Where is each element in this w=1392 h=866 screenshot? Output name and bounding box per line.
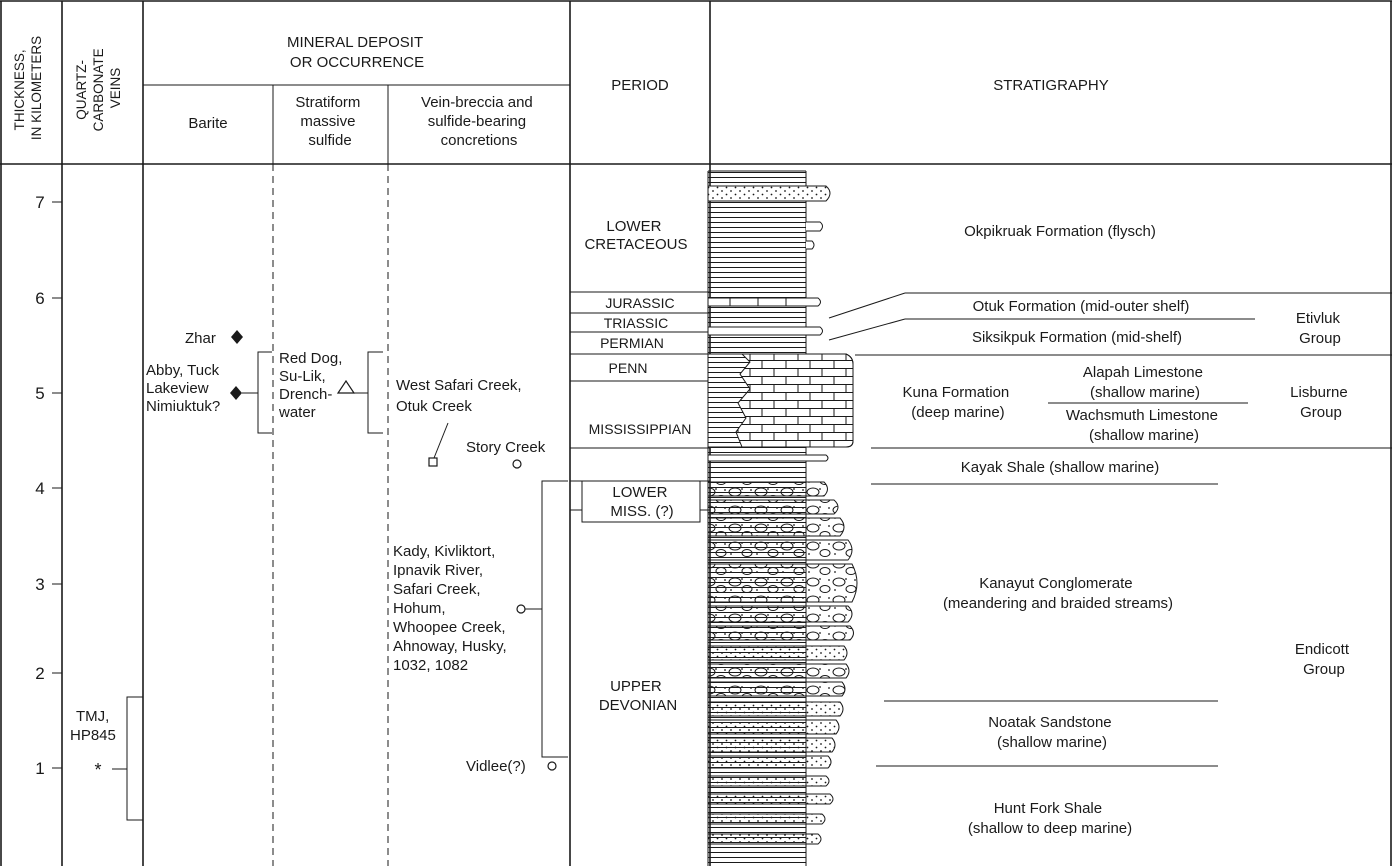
- asterisk-marker: *: [94, 760, 101, 780]
- tick-label-2: 2: [35, 664, 44, 683]
- thickness-header: THICKNESS, IN KILOMETERS: [12, 36, 44, 140]
- lithologic-column: [707, 170, 858, 866]
- barite-group-label: Abby, Tuck Lakeview Nimiuktuk?: [146, 362, 223, 415]
- barite-bracket: [257, 351, 272, 434]
- veins-header: QUARTZ- CARBONATE VEINS: [74, 45, 123, 132]
- kady-bracket: [541, 480, 568, 758]
- zhar-label: Zhar: [185, 330, 216, 347]
- thickness-axis: [52, 201, 62, 769]
- stratigraphy-header: STRATIGRAPHY: [993, 77, 1109, 94]
- sulfide-bracket: [367, 351, 383, 434]
- noatak-label: Noatak Sandstone (shallow marine): [988, 714, 1116, 751]
- siksikpuk-label: Siksikpuk Formation (mid-shelf): [972, 329, 1182, 346]
- period-jurassic: JURASSIC: [605, 295, 674, 311]
- kanayut-label: Kanayut Conglomerate (meandering and bra…: [943, 575, 1173, 612]
- safari-label: West Safari Creek, Otuk Creek: [396, 377, 526, 415]
- sulfide-label: Red Dog, Su-Lik, Drench- water: [278, 350, 347, 421]
- lisburne-limestone: [735, 353, 854, 448]
- okpikruak-label: Okpikruak Formation (flysch): [964, 223, 1156, 240]
- lisburne-label: Lisburne Group: [1290, 384, 1352, 421]
- barite-header: Barite: [188, 115, 227, 132]
- lakeview-diamond-icon: [230, 386, 242, 400]
- otuk-label: Otuk Formation (mid-outer shelf): [973, 298, 1190, 315]
- veins-tmj-label: TMJ, HP845: [70, 708, 116, 744]
- safari-leader: [433, 422, 449, 459]
- period-header: PERIOD: [611, 77, 669, 94]
- period-penn: PENN: [609, 360, 648, 376]
- period-mississippian: MISSISSIPPIAN: [589, 421, 692, 437]
- alapah-label: Alapah Limestone (shallow marine): [1083, 364, 1207, 401]
- top-sandstone-bed: [708, 186, 830, 201]
- formation-boundaries: [828, 292, 1392, 767]
- huntfork-label: Hunt Fork Shale (shallow to deep marine): [968, 800, 1132, 837]
- wachsmuth-label: Wachsmuth Limestone (shallow marine): [1066, 407, 1222, 444]
- etivluk-label: Etivluk Group: [1296, 310, 1344, 347]
- period-boundaries: [570, 291, 710, 523]
- period-permian: PERMIAN: [600, 335, 664, 351]
- safari-square-icon: [428, 457, 438, 467]
- sulfide-triangle-icon: [336, 379, 356, 394]
- vidlee-circle-icon: [547, 761, 557, 771]
- period-triassic: TRIASSIC: [604, 315, 669, 331]
- tick-label-6: 6: [35, 289, 44, 308]
- period-upper-devonian: UPPER DEVONIAN: [599, 678, 677, 714]
- tick-label-4: 4: [35, 479, 44, 498]
- kady-circle-icon: [516, 604, 526, 614]
- vidlee-label: Vidlee(?): [466, 758, 526, 775]
- story-creek-label: Story Creek: [466, 439, 546, 456]
- period-lower-cretaceous: LOWER CRETACEOUS: [584, 218, 687, 253]
- tick-label-5: 5: [35, 384, 44, 403]
- endicott-label: Endicott Group: [1295, 641, 1353, 678]
- zhar-diamond-icon: [231, 330, 243, 344]
- kuna-shale: [708, 354, 750, 447]
- veinbreccia-header: Vein-breccia and sulfide-bearing concret…: [421, 94, 537, 149]
- veins-range-bracket: [126, 696, 143, 821]
- tick-label-3: 3: [35, 575, 44, 594]
- kady-label: Kady, Kivliktort, Ipnavik River, Safari …: [393, 543, 511, 674]
- tick-label-7: 7: [35, 193, 44, 212]
- period-lower-miss: LOWER MISS. (?): [610, 484, 673, 520]
- story-circle-icon: [512, 459, 522, 469]
- stratiform-header: Stratiform massive sulfide: [295, 94, 364, 149]
- kuna-label: Kuna Formation (deep marine): [903, 384, 1014, 421]
- kayak-label: Kayak Shale (shallow marine): [961, 459, 1159, 476]
- mineral-deposit-header: MINERAL DEPOSIT OR OCCURRENCE: [287, 34, 427, 71]
- tick-label-1: 1: [35, 759, 44, 778]
